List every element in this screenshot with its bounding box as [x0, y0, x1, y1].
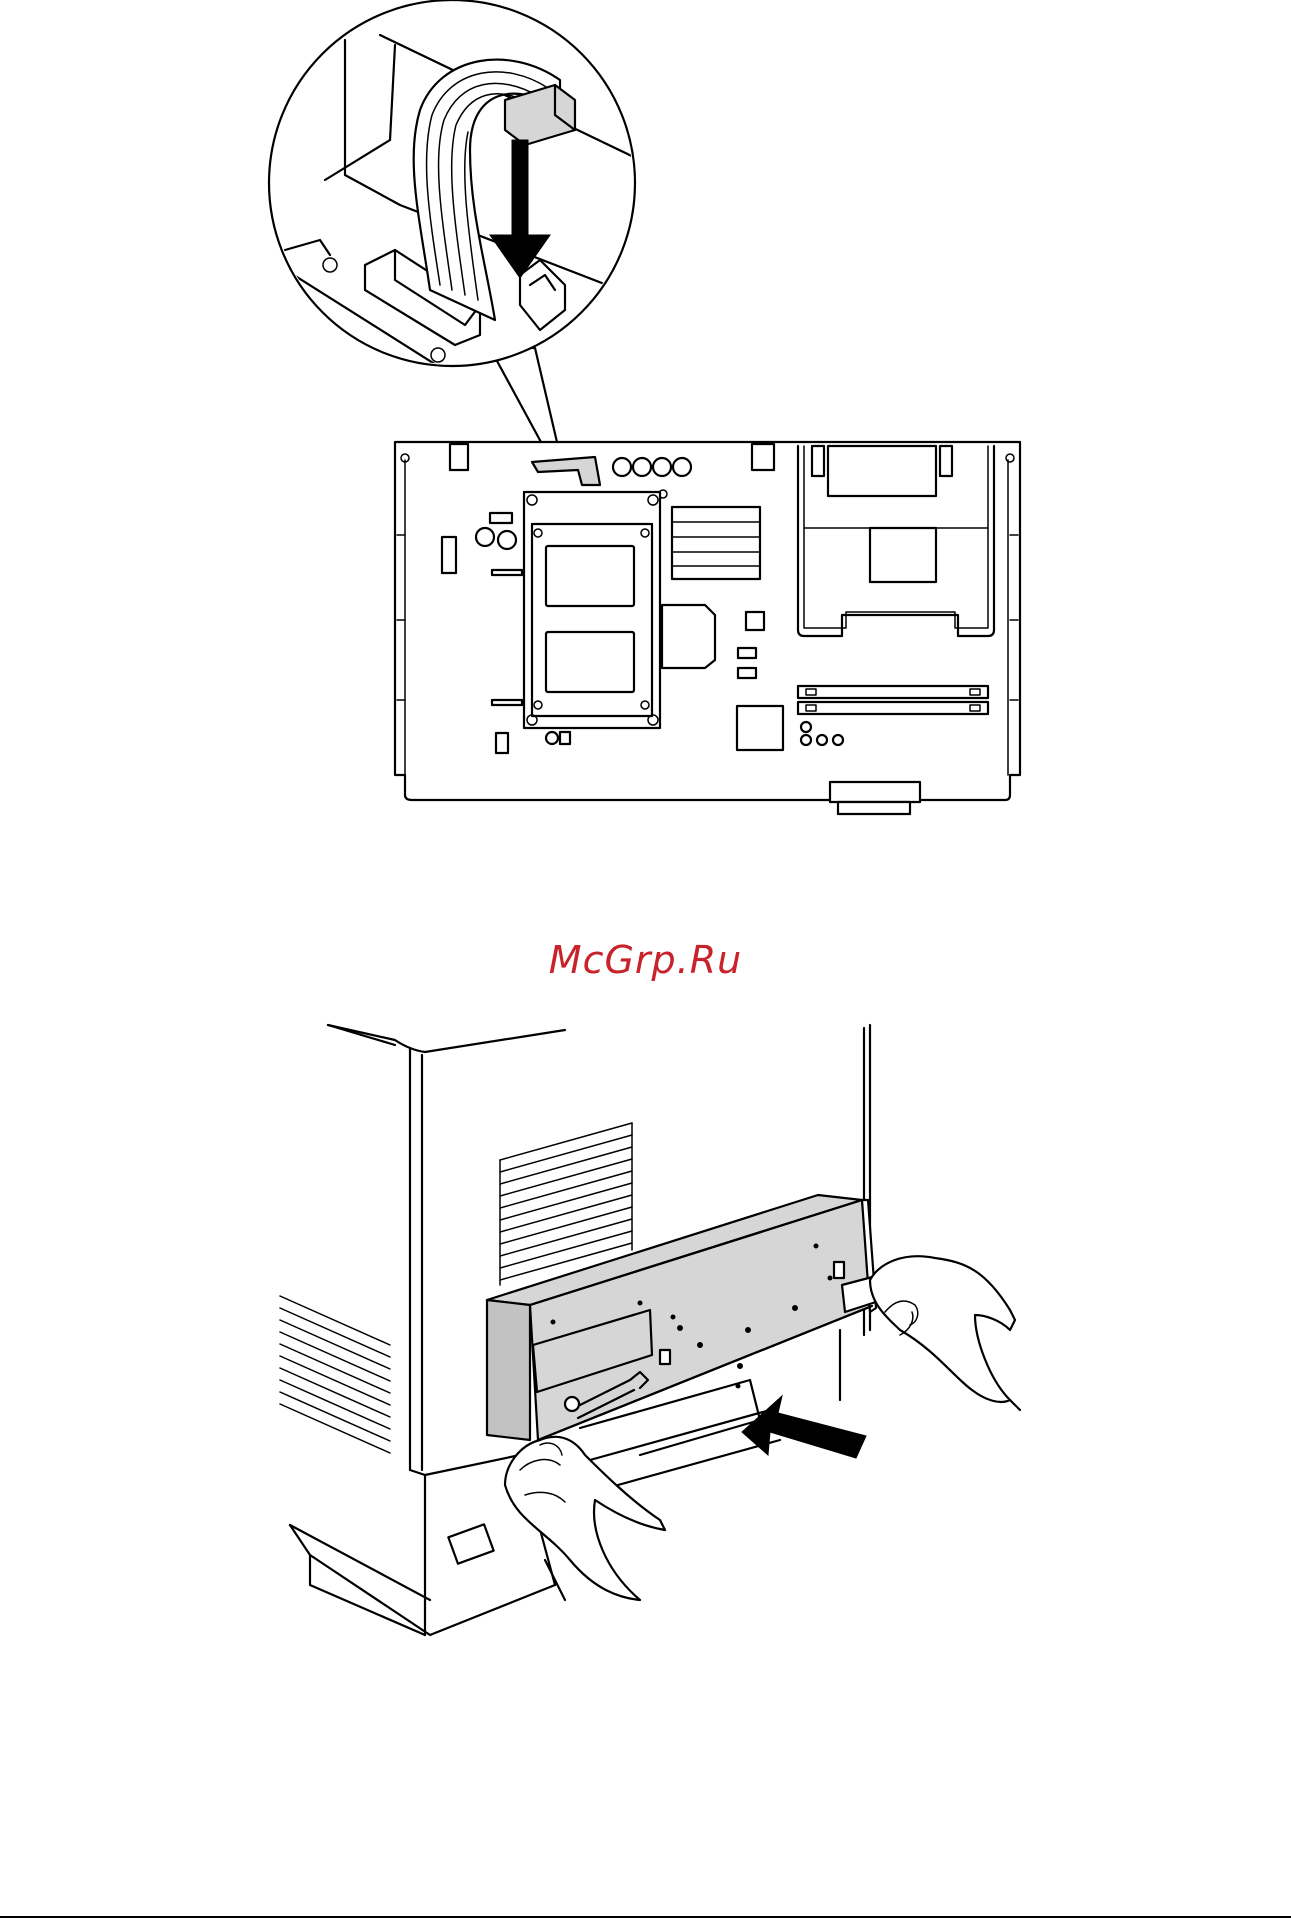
magnified-detail-circle [269, 0, 640, 380]
watermark-text: McGrp.Ru [0, 938, 1291, 982]
controller-board [395, 442, 1020, 814]
page-bottom-rule [0, 1916, 1291, 1918]
right-hand [870, 1256, 1020, 1410]
left-hand [505, 1437, 665, 1600]
insert-board-into-printer-illustration [0, 1010, 1291, 1650]
insert-direction-arrow [742, 1396, 866, 1458]
ribbon-cable-connector-illustration [0, 0, 1291, 830]
